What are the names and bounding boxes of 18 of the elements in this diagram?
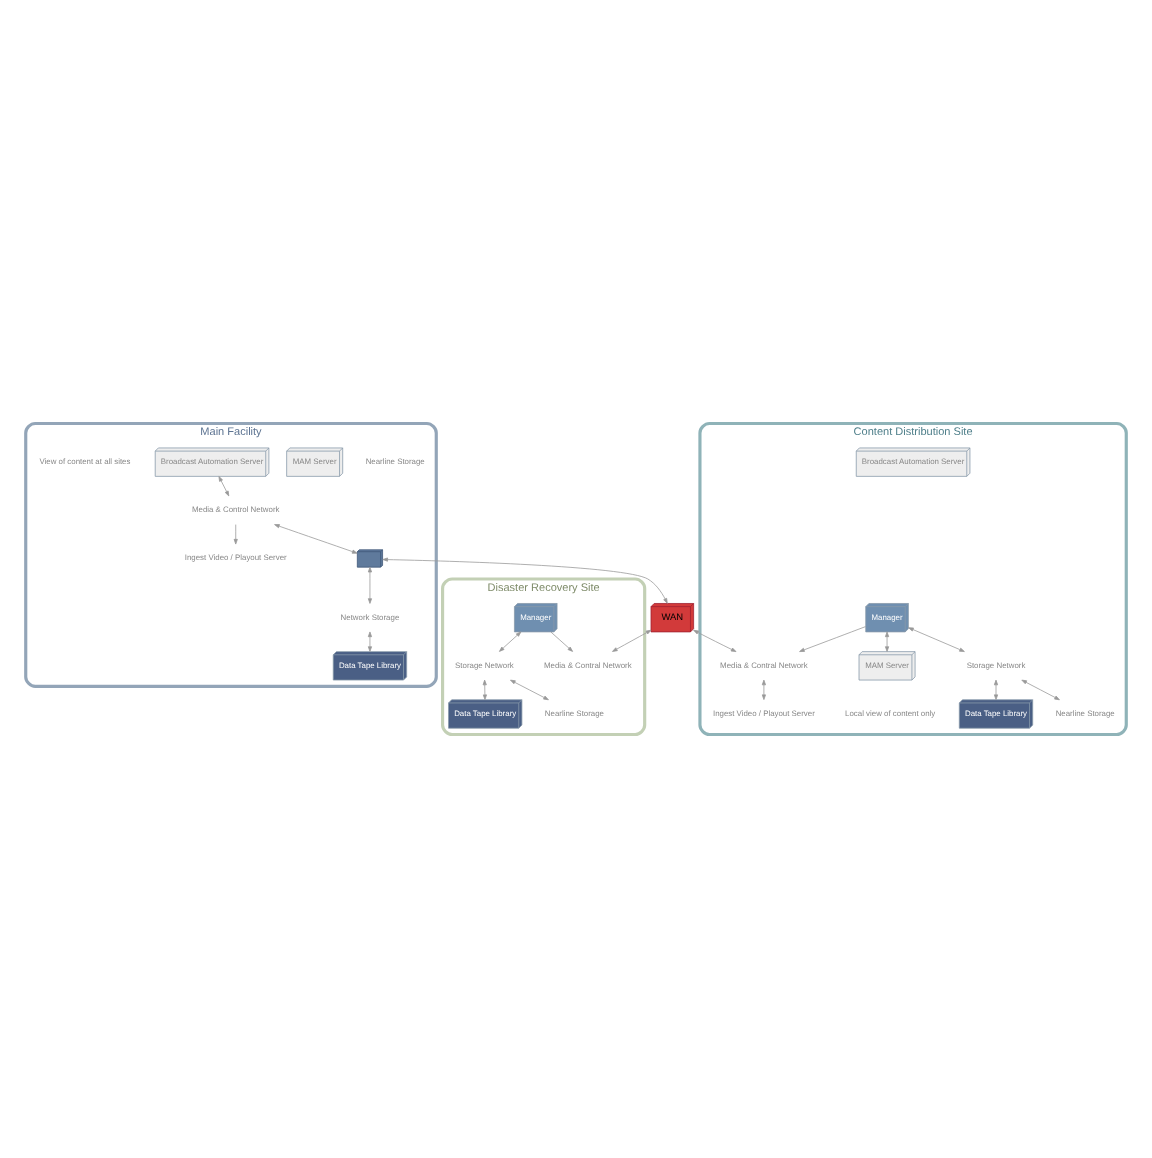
arrow [908,627,965,652]
arrow [550,631,573,652]
arrow [761,679,766,700]
arrow [799,626,866,652]
arrow [1021,679,1060,701]
arrow [274,524,358,554]
arrow [367,631,372,652]
arrow [367,566,372,604]
arrow [482,679,487,700]
arrow [885,631,890,652]
arrow [233,524,238,545]
arrow [382,557,668,604]
arrow [612,629,652,652]
arrow [693,629,737,652]
arrow [218,476,230,497]
arrow [993,679,999,700]
arrow [510,679,549,701]
arrow [499,631,522,652]
